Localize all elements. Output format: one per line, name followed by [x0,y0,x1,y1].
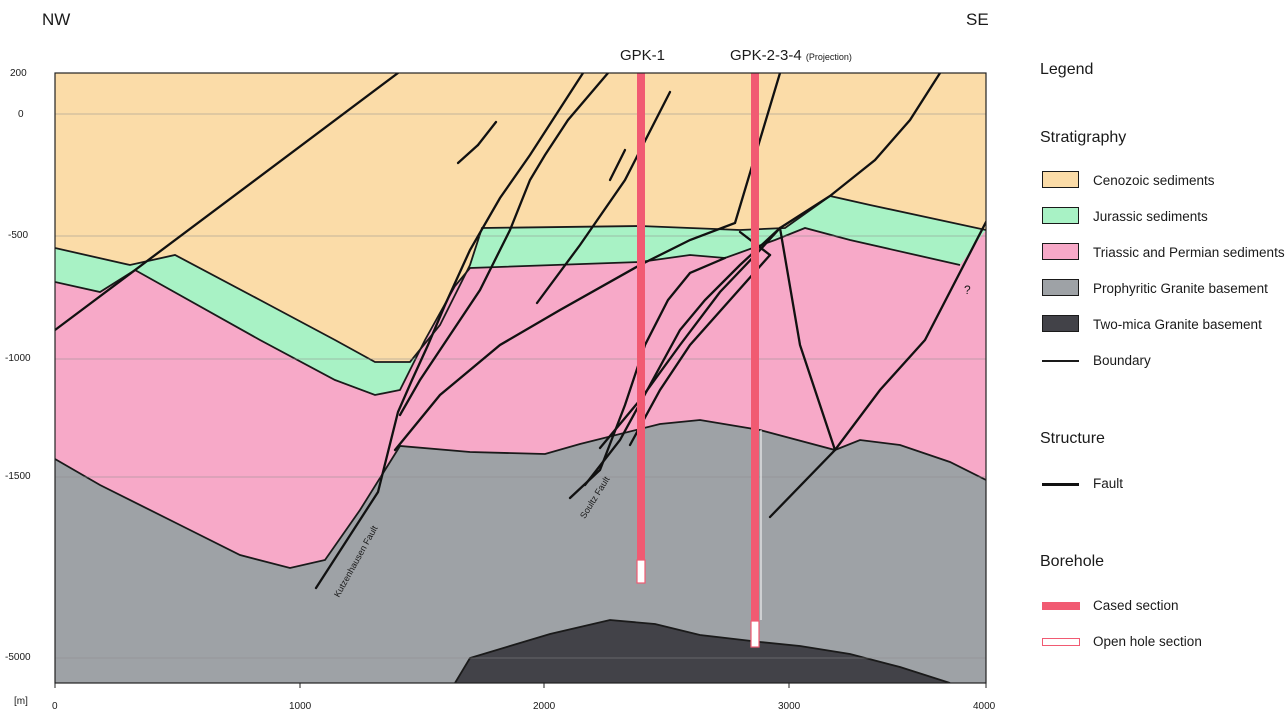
distance-ticks [54,683,987,688]
fault-swatch [1042,483,1079,486]
legend-item-porphyritic: Prophyritic Granite basement [1093,281,1268,296]
projection-note: (Projection) [805,52,852,62]
plot-frame [54,72,987,684]
two-mica-swatch [1042,315,1079,332]
distance-tick-label: 1000 [289,701,312,712]
distance-tick-label: 4000 [973,701,996,712]
depth-tick-label: -1500 [5,471,31,482]
legend-item-open-hole: Open hole section [1093,634,1202,649]
legend-item-cased: Cased section [1093,598,1179,613]
jurassic-swatch [1042,207,1079,224]
distance-tick-label: 0 [52,701,58,712]
legend-item-boundary: Boundary [1093,353,1151,368]
legend-title: Legend [1040,61,1094,78]
depth-unit-label: [m] [14,696,28,707]
boundary-lines [55,195,986,683]
direction-se: SE [966,10,989,29]
legend-item-cenozoic: Cenozoic sediments [1093,173,1215,188]
borehole-label-gpk234: GPK-2-3-4 (Projection) [730,47,852,64]
stratigraphy-heading: Stratigraphy [1040,129,1127,146]
legend-item-triassic: Triassic and Permian sediments [1093,245,1285,260]
structure-heading: Structure [1040,430,1105,447]
cased-section-swatch [1042,602,1080,610]
borehole-label-gpk1: GPK-1 [620,47,666,64]
depth-gridlines [55,113,986,659]
porphyritic-swatch [1042,279,1079,296]
cenozoic-swatch [1042,171,1079,188]
distance-tick-label: 3000 [778,701,801,712]
open-hole-swatch [1042,638,1080,646]
borehole-gpk234 [750,73,762,648]
direction-nw: NW [42,10,71,29]
depth-tick-label: -500 [8,230,29,241]
legend-item-jurassic: Jurassic sediments [1093,209,1208,224]
depth-tick-label: -5000 [5,652,31,663]
triassic-swatch [1042,243,1079,260]
legend-item-two-mica: Two-mica Granite basement [1093,317,1262,332]
boundary-swatch [1042,360,1079,362]
borehole-heading: Borehole [1040,553,1105,570]
depth-tick-label: 200 [10,68,27,79]
two-mica-granite-layer [455,620,950,683]
depth-tick-label: 0 [18,109,24,120]
unknown-marker: ? [964,283,971,297]
depth-tick-label: -1000 [5,353,31,364]
distance-tick-label: 2000 [533,701,556,712]
borehole-gpk1 [636,73,646,584]
legend-item-fault: Fault [1093,476,1124,491]
